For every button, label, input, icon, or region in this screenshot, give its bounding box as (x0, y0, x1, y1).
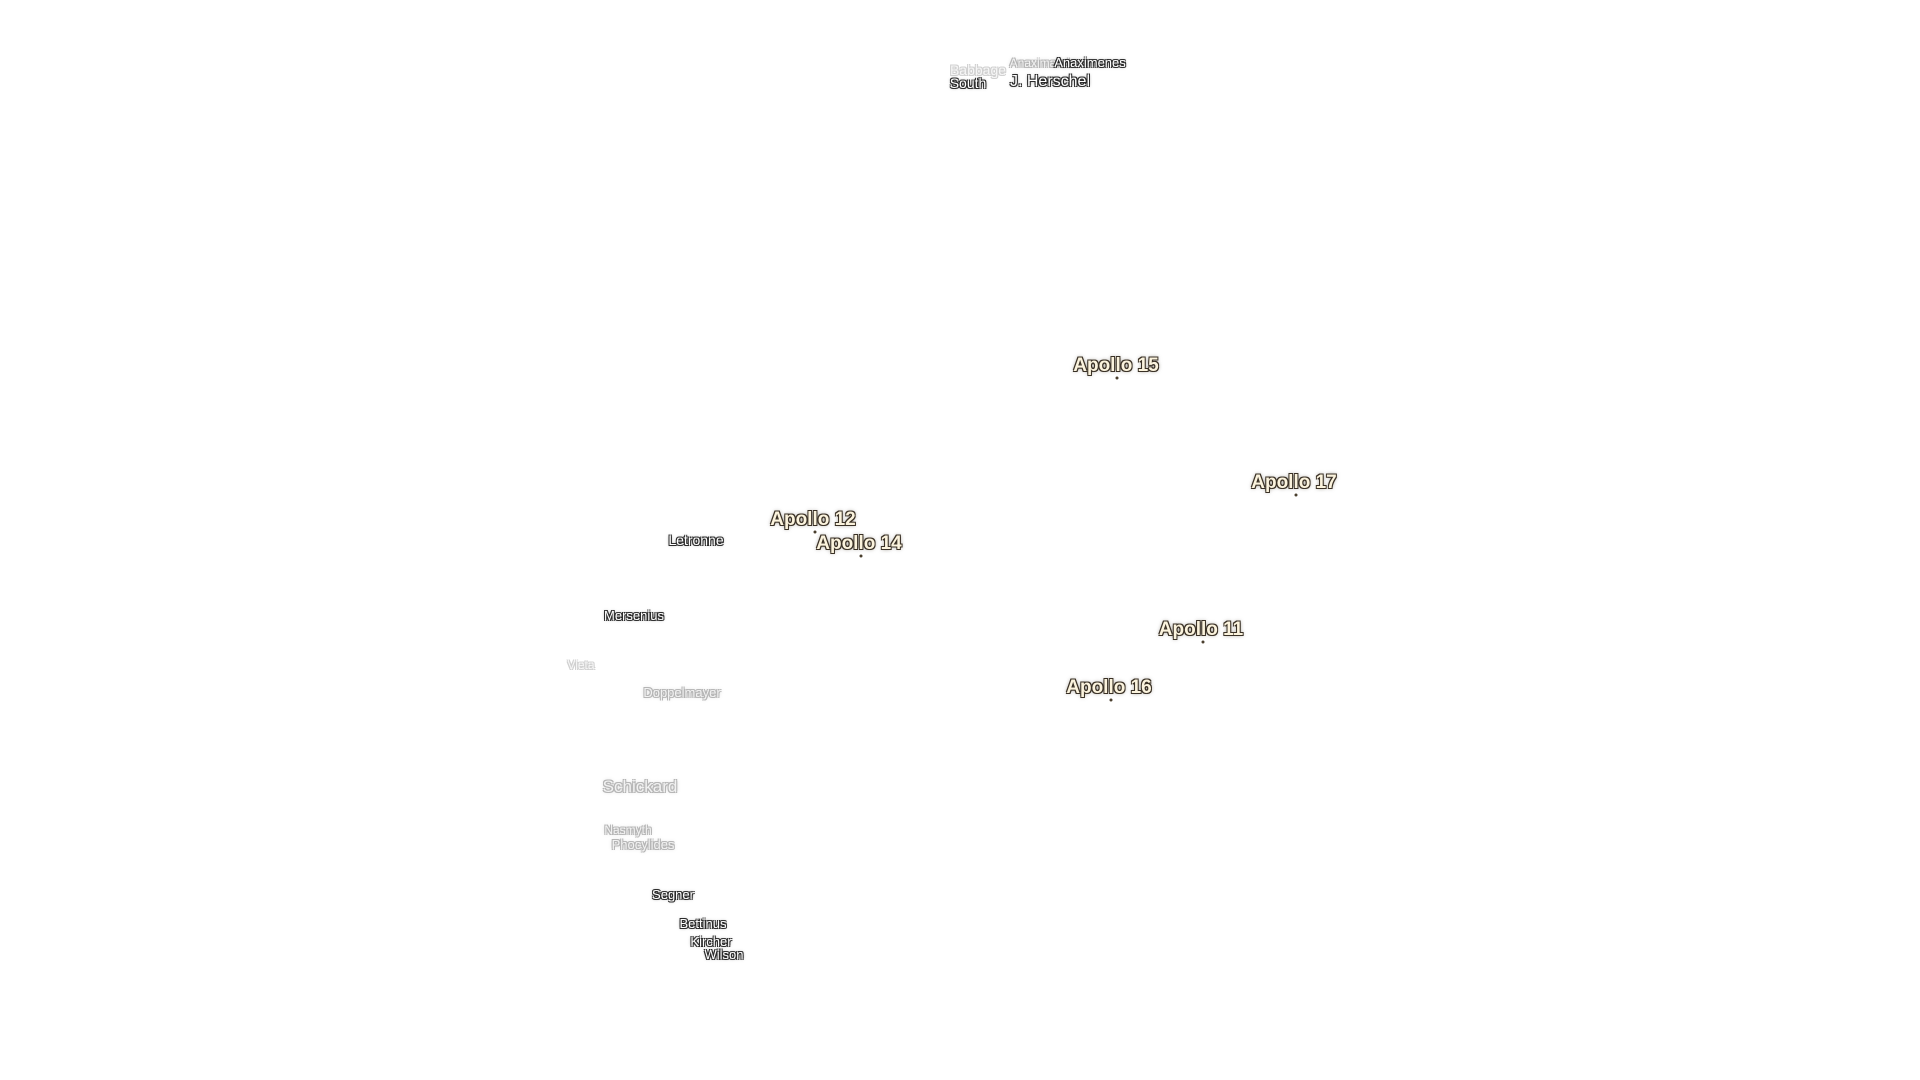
crater-label-doppelmayer: Doppelmayer (643, 685, 721, 700)
site-marker-apollo-12[interactable] (813, 530, 817, 534)
crater-label-phocylides: Phocylides (611, 837, 675, 852)
crater-label-segner: Segner (652, 887, 694, 902)
crater-label-letronne: Letronne (668, 532, 724, 548)
site-label-apollo-14[interactable]: Apollo 14 (816, 533, 902, 554)
crater-label-schickard: Schickard (602, 777, 678, 796)
site-marker-apollo-17[interactable] (1294, 493, 1298, 497)
site-marker-apollo-16[interactable] (1109, 698, 1113, 702)
site-marker-apollo-15[interactable] (1115, 376, 1119, 380)
site-label-apollo-15[interactable]: Apollo 15 (1073, 355, 1159, 376)
site-label-apollo-11[interactable]: Apollo 11 (1158, 619, 1244, 640)
crater-label-wilson: Wilson (704, 947, 744, 962)
crater-label-babbage: Babbage (949, 62, 1007, 78)
site-label-apollo-12[interactable]: Apollo 12 (770, 509, 856, 530)
crater-label-vieta: Vieta (567, 658, 595, 672)
crater-label-kircher: Kircher (690, 934, 732, 949)
crater-label-mersenius: Mersenius (604, 608, 664, 623)
crater-label-south: South (949, 75, 987, 91)
site-label-apollo-17[interactable]: Apollo 17 (1251, 472, 1337, 493)
site-marker-apollo-11[interactable] (1201, 640, 1205, 644)
crater-label-j-herschel: J. Herschel (1009, 73, 1091, 90)
crater-label-anaximenes: Anaximenes (1054, 55, 1126, 70)
crater-label-nasmyth: Nasmyth (604, 823, 652, 837)
crater-label-anaximander: Anaximander (1009, 56, 1081, 70)
crater-label-bettinus: Bettinus (679, 916, 727, 931)
site-label-apollo-16[interactable]: Apollo 16 (1066, 677, 1152, 698)
site-marker-apollo-14[interactable] (859, 554, 863, 558)
